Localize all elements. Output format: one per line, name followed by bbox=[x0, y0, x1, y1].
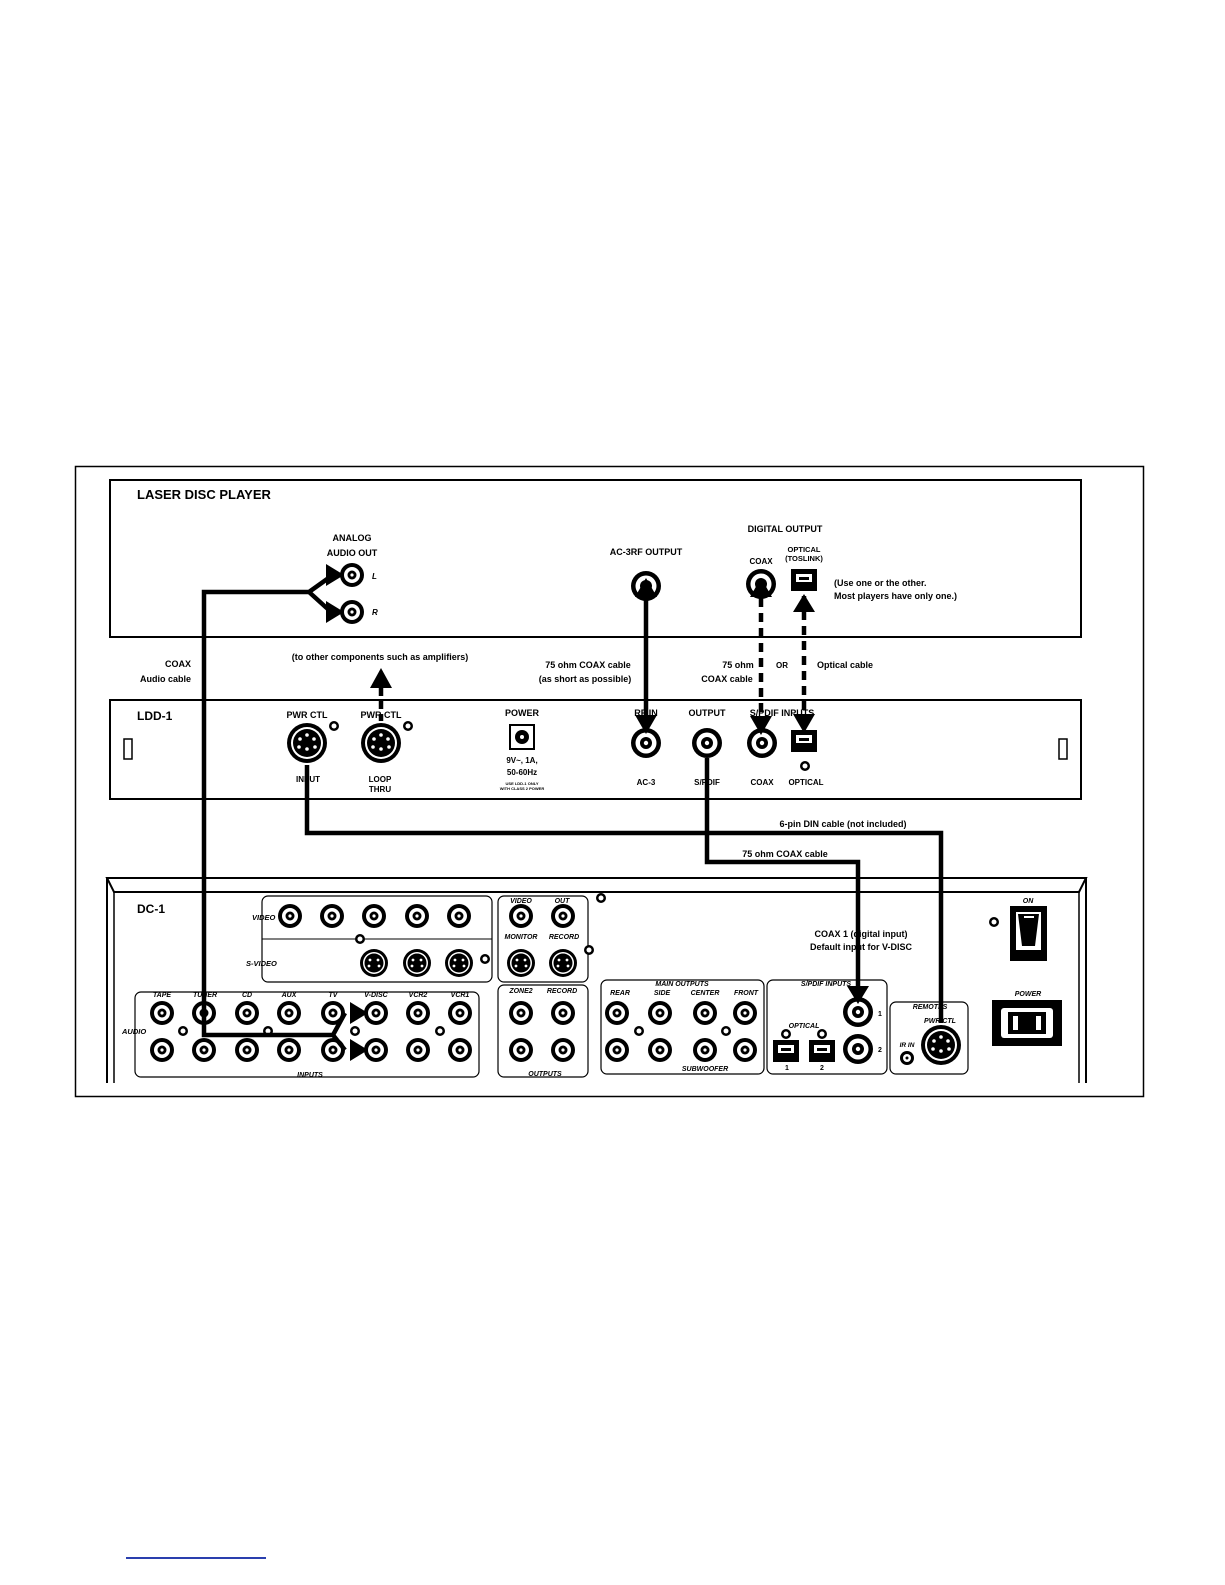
cables bbox=[201, 575, 944, 1052]
dc1-monitor-label: MONITOR bbox=[505, 934, 538, 941]
dc1-pwr-ctl-port bbox=[921, 1025, 961, 1065]
dc1-vdisc-label: V-DISC bbox=[364, 992, 388, 999]
dc1-inputs-label: INPUTS bbox=[297, 1072, 323, 1079]
ldd1-output-jack bbox=[692, 728, 722, 758]
ldp-title: LASER DISC PLAYER bbox=[137, 487, 271, 502]
ldd1-loop-label: LOOP bbox=[369, 775, 392, 784]
din-cable-label: 6-pin DIN cable (not included) bbox=[779, 819, 906, 829]
dc1-video-label: VIDEO bbox=[252, 913, 276, 922]
ldd1-spdif-inputs-label: S/PDIF INPUTS bbox=[750, 708, 815, 718]
dc1-optical-label: OPTICAL bbox=[789, 1023, 820, 1030]
ldp-note-line1: (Use one or the other. bbox=[834, 578, 927, 588]
dc1-title: DC-1 bbox=[137, 902, 165, 916]
coax75-cable-label-1: 75 ohm COAX cable bbox=[545, 660, 631, 670]
coax1-callout-2: Default input for V-DISC bbox=[810, 942, 912, 952]
arrowheads bbox=[326, 564, 869, 1061]
coax-audio-label-1: COAX bbox=[165, 659, 191, 669]
dc1-coax2-jack bbox=[843, 1034, 873, 1064]
coax1-callout-1: COAX 1 (digital input) bbox=[815, 929, 908, 939]
ldp-ch-l: L bbox=[372, 572, 377, 581]
dc1-front-label: FRONT bbox=[734, 990, 759, 997]
dc1-optical-1-label: 1 bbox=[785, 1065, 789, 1072]
ldd1-pwr-ctl-loop-port bbox=[361, 723, 401, 763]
ldd1-power-spec-1: 9V~, 1A, bbox=[506, 756, 537, 765]
ldd1-spdif-optical-port bbox=[791, 730, 817, 752]
to-other-components-label: (to other components such as amplifiers) bbox=[292, 652, 469, 662]
ldd1-coax-label: COAX bbox=[750, 778, 774, 787]
ldd1-thru-label: THRU bbox=[369, 785, 391, 794]
ldd1-optical-label: OPTICAL bbox=[788, 778, 823, 787]
dc1-video-out-a: VIDEO bbox=[510, 898, 532, 905]
dc1-on-label: ON bbox=[1023, 898, 1034, 905]
dc1-aux-label: AUX bbox=[281, 992, 298, 999]
spdif-coax-cable bbox=[704, 758, 861, 994]
ldp-note-line2: Most players have only one.) bbox=[834, 591, 957, 601]
ldd1-pwr-ctl-input-label: PWR CTL bbox=[287, 710, 328, 720]
dc1-vcr1-label: VCR1 bbox=[451, 992, 470, 999]
ldd1-power-label: POWER bbox=[505, 708, 540, 718]
dc1-record-label: RECORD bbox=[549, 934, 579, 941]
coax75-cable-label-2: (as short as possible) bbox=[539, 674, 632, 684]
coax75b-label-2: COAX cable bbox=[701, 674, 753, 684]
ldd1-pwr-ctl-input-port bbox=[287, 723, 327, 763]
dc1-side-label: SIDE bbox=[654, 990, 671, 997]
dc1-optical-2-label: 2 bbox=[820, 1065, 824, 1072]
ldd1-panel: LDD-1 PWR CTL PWR CTL INPUT LOOP THRU PO… bbox=[109, 699, 1082, 800]
laser-disc-player-panel: LASER DISC PLAYER ANALOG AUDIO OUT L R A… bbox=[109, 479, 1082, 638]
dc1-center-label: CENTER bbox=[691, 990, 720, 997]
dc1-video-out-b: OUT bbox=[555, 898, 571, 905]
footer-rule bbox=[126, 1557, 266, 1559]
ldp-digital-out-label: DIGITAL OUTPUT bbox=[748, 524, 823, 534]
ldd1-power-small-2: WITH CLASS 2 POWER bbox=[500, 786, 545, 791]
ldp-analog-label: ANALOG bbox=[333, 533, 372, 543]
or-label: OR bbox=[776, 661, 788, 670]
dc1-ir-in-label: IR IN bbox=[900, 1042, 915, 1049]
ldd1-title: LDD-1 bbox=[137, 709, 173, 723]
ldd1-output-label: OUTPUT bbox=[689, 708, 727, 718]
dc1-spdif-1-label: 1 bbox=[878, 1011, 882, 1018]
dc1-tv-label: TV bbox=[329, 992, 339, 999]
ldp-ch-r: R bbox=[372, 608, 378, 617]
figure-frame bbox=[74, 465, 1145, 1098]
dc1-spdif-inputs-label: S/PDIF INPUTS bbox=[801, 981, 852, 988]
dc1-vcr2-label: VCR2 bbox=[409, 992, 428, 999]
ldp-toslink-label: (TOSLINK) bbox=[785, 554, 823, 563]
ldp-audio-out-label: AUDIO OUT bbox=[327, 548, 378, 558]
dc1-rear-label: REAR bbox=[610, 990, 630, 997]
ldp-coax-label: COAX bbox=[749, 557, 773, 566]
ldd1-power-small-1: USE LDD-1 ONLY bbox=[506, 781, 539, 786]
ldp-optical-label: OPTICAL bbox=[788, 545, 821, 554]
coax-audio-label-2: Audio cable bbox=[140, 674, 191, 684]
dc1-tape-label: TAPE bbox=[153, 992, 171, 999]
ldd1-power-jack bbox=[509, 724, 535, 750]
coax75b-label-1: 75 ohm bbox=[722, 660, 754, 670]
ldp-ac3-label: AC-3RF OUTPUT bbox=[610, 547, 683, 557]
dc1-outputs-label: OUTPUTS bbox=[528, 1071, 562, 1078]
coax75-c-label: 75 ohm COAX cable bbox=[742, 849, 828, 859]
dc1-remotes-label: REMOTES bbox=[913, 1004, 948, 1011]
dc1-power-label: POWER bbox=[1015, 991, 1041, 998]
dc1-main-outputs-label: MAIN OUTPUTS bbox=[655, 981, 709, 988]
analog-audio-cable bbox=[201, 575, 347, 1052]
dc1-audio-label: AUDIO bbox=[121, 1027, 146, 1036]
dc1-record2-label: RECORD bbox=[547, 988, 577, 995]
ldp-optical-port bbox=[791, 569, 817, 591]
ldd1-ac3-label: AC-3 bbox=[637, 778, 656, 787]
dc1-svideo-label: S-VIDEO bbox=[246, 959, 277, 968]
din-cable bbox=[304, 765, 944, 1023]
dc1-spdif-2-label: 2 bbox=[878, 1047, 882, 1054]
dc1-subwoofer-label: SUBWOOFER bbox=[682, 1066, 728, 1073]
ldd1-power-spec-2: 50-60Hz bbox=[507, 768, 537, 777]
dc1-zone2-label: ZONE2 bbox=[508, 988, 532, 995]
dc1-cd-label: CD bbox=[242, 992, 252, 999]
optical-cable-label: Optical cable bbox=[817, 660, 873, 670]
